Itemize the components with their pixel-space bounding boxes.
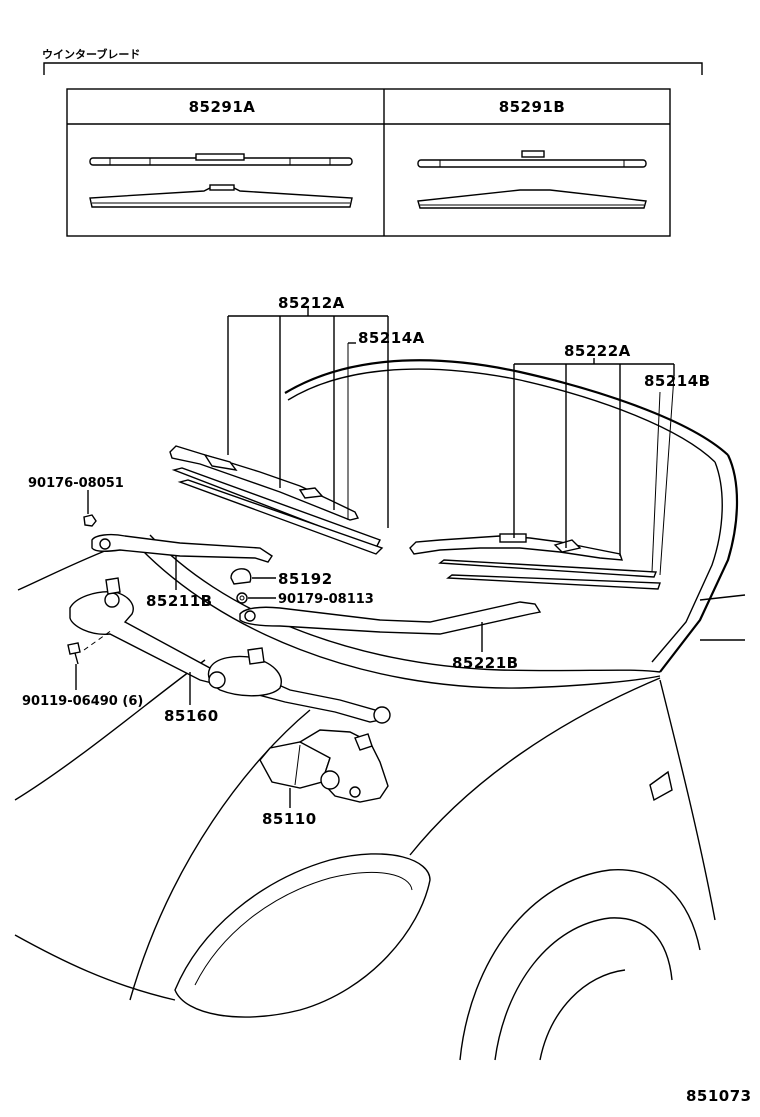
callout-90179-08113[interactable]: 90179-08113 xyxy=(278,592,374,607)
callout-85214B[interactable]: 85214B xyxy=(644,372,711,390)
callout-labels: 85212A 85214A 85222A 85214B 90176-08051 … xyxy=(22,294,711,828)
nut-90179-08113[interactable] xyxy=(236,592,248,604)
wiper-rubber-85214B[interactable] xyxy=(438,559,661,590)
fender-top-line xyxy=(409,677,661,856)
wiper-arm-85221B[interactable] xyxy=(239,601,542,635)
callout-85212A[interactable]: 85212A xyxy=(278,294,345,312)
winter-blade-group: ウインターブレード xyxy=(42,47,703,75)
wheel-arch-inner xyxy=(494,917,673,1061)
side-marker-lamp xyxy=(649,770,673,802)
cowl-line xyxy=(149,534,661,673)
door-edge xyxy=(659,679,716,921)
table-header-85291A[interactable]: 85291A xyxy=(189,98,256,116)
windshield-frame-inner xyxy=(287,368,716,463)
headlight-inner xyxy=(194,871,413,986)
table-frame xyxy=(66,88,671,237)
wheel-arch-outer xyxy=(459,869,701,1061)
wiper-blade-85212A[interactable] xyxy=(169,445,360,521)
hood-crease xyxy=(129,709,311,1001)
blade-85291A-side-view[interactable] xyxy=(89,184,353,208)
headlight-outline xyxy=(174,853,431,1018)
wiper-motor-85110[interactable] xyxy=(259,729,389,803)
callout-85192[interactable]: 85192 xyxy=(278,570,333,588)
callout-85222A[interactable]: 85222A xyxy=(564,342,631,360)
illustration-number: 851073 xyxy=(686,1087,752,1105)
blade-85291A-top-view[interactable] xyxy=(89,153,353,166)
wiper-arm-85211B[interactable] xyxy=(91,533,273,563)
vehicle-body-outline xyxy=(14,359,746,1061)
windshield-frame-top xyxy=(284,359,729,456)
tire-line xyxy=(539,969,626,1061)
callout-85214A[interactable]: 85214A xyxy=(358,329,425,347)
hood-left-edge xyxy=(14,659,206,801)
wiper-link-85160[interactable] xyxy=(69,577,391,724)
winter-blade-table: 85291A 85291B xyxy=(66,88,671,237)
cowl-lower-line xyxy=(139,547,661,689)
group-bracket xyxy=(43,62,703,75)
blade-85291B-top-view[interactable] xyxy=(417,150,647,168)
callout-85160[interactable]: 85160 xyxy=(164,707,219,725)
a-pillar-right xyxy=(659,454,739,673)
cap-85192[interactable] xyxy=(230,568,252,585)
wiper-rubber-85214A[interactable] xyxy=(171,467,384,555)
group-title: ウインターブレード xyxy=(42,47,140,61)
callout-85221B[interactable]: 85221B xyxy=(452,654,519,672)
a-pillar-right-inner xyxy=(651,461,723,663)
callout-90176-08051[interactable]: 90176-08051 xyxy=(28,476,124,491)
nut-90176-08051[interactable] xyxy=(83,514,97,527)
blade-85291B-side-view[interactable] xyxy=(417,189,647,209)
bumper-line xyxy=(14,934,176,1001)
body-side-lines xyxy=(699,594,746,641)
leader-lines xyxy=(75,308,675,808)
callout-90119-06490[interactable]: 90119-06490 (6) xyxy=(22,694,143,709)
callout-85110[interactable]: 85110 xyxy=(262,810,317,828)
callout-85211B[interactable]: 85211B xyxy=(146,592,213,610)
bolt-90119-06490[interactable] xyxy=(67,629,113,665)
wiper-blade-85222A[interactable] xyxy=(409,533,624,561)
table-header-85291B[interactable]: 85291B xyxy=(499,98,566,116)
